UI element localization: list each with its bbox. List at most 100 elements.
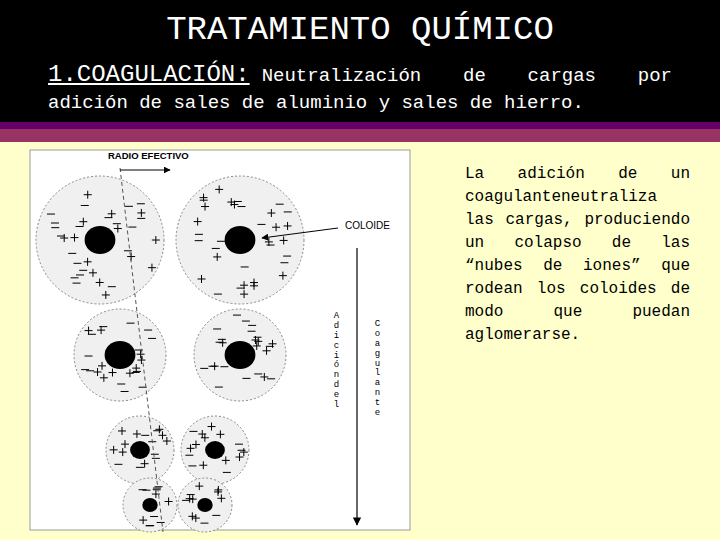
minus-sign (81, 205, 89, 206)
minus-sign (214, 294, 222, 295)
minus-sign (242, 321, 250, 322)
colloid-label: COLOIDE (345, 220, 390, 231)
colloid (178, 478, 232, 532)
minus-sign (155, 486, 163, 487)
minus-sign (153, 430, 161, 431)
ion-cloud (106, 416, 174, 484)
plus-sign (97, 326, 105, 334)
plus-sign (89, 269, 97, 277)
plus-sign (96, 278, 104, 286)
minus-sign (146, 525, 154, 526)
minus-sign (280, 262, 288, 263)
explanation-text: La adición de un coagulanteneutraliza la… (465, 163, 690, 347)
minus-sign (68, 253, 76, 254)
subtitle-block: 1.COAGULACIÓN:Neutralización de cargas p… (48, 62, 672, 117)
plus-sign (192, 514, 200, 522)
plus-sign (215, 185, 223, 193)
minus-sign (146, 525, 154, 526)
section-heading: 1.COAGULACIÓN: (48, 61, 250, 88)
minus-sign (114, 464, 122, 465)
plus-sign (152, 236, 160, 244)
minus-sign (86, 370, 94, 371)
plus-sign (272, 223, 280, 231)
minus-sign (51, 227, 59, 228)
plus-sign (254, 337, 262, 345)
plus-sign (219, 339, 227, 347)
radius-line (120, 168, 163, 532)
minus-sign (81, 369, 89, 370)
plus-sign (98, 362, 106, 370)
plus-sign (70, 234, 78, 242)
minus-sign (57, 236, 65, 237)
plus-sign (121, 440, 129, 448)
minus-sign (150, 516, 158, 517)
minus-sign (76, 274, 84, 275)
plus-sign (108, 369, 116, 377)
minus-sign (253, 337, 261, 338)
plus-sign (141, 460, 149, 468)
minus-sign (200, 200, 208, 201)
ion-cloud (194, 309, 286, 401)
minus-sign (151, 454, 159, 455)
minus-sign (99, 326, 107, 327)
minus-sign (242, 378, 250, 379)
colloid-group (36, 176, 304, 532)
plus-sign (201, 203, 209, 211)
minus-sign (217, 241, 225, 242)
plus-sign (198, 430, 206, 438)
colloid (74, 309, 166, 401)
minus-sign (125, 206, 133, 207)
minus-sign (248, 331, 256, 332)
minus-sign (276, 204, 284, 205)
minus-sign (220, 366, 228, 367)
minus-sign (127, 323, 135, 324)
minus-sign (76, 226, 84, 227)
plus-sign (284, 222, 292, 230)
plus-sign (250, 282, 258, 290)
minus-sign (238, 206, 246, 207)
figure-panel (30, 150, 410, 530)
minus-sign (284, 211, 292, 212)
plus-sign (137, 356, 145, 364)
minus-sign (79, 270, 87, 271)
minus-sign (113, 223, 121, 224)
plus-sign (198, 275, 206, 283)
colloid (181, 416, 249, 484)
minus-sign (233, 315, 241, 316)
plus-sign (110, 446, 118, 454)
vertical-caption: Adición del (332, 312, 341, 411)
minus-sign (185, 455, 193, 456)
minus-sign (212, 515, 220, 516)
plus-sign (60, 234, 68, 242)
plus-sign (126, 369, 134, 377)
plus-sign (165, 497, 173, 505)
minus-sign (73, 263, 81, 264)
colloid (194, 309, 286, 401)
minus-sign (223, 472, 231, 473)
minus-sign (218, 339, 226, 340)
minus-sign (215, 387, 223, 388)
plus-sign (163, 437, 171, 445)
minus-sign (152, 458, 160, 459)
minus-sign (187, 494, 195, 495)
plus-sign (114, 225, 122, 233)
plus-sign (279, 272, 287, 280)
minus-sign (51, 223, 59, 224)
minus-sign (85, 356, 93, 357)
plus-sign (155, 425, 163, 433)
minus-sign (133, 371, 141, 372)
colloid-core (197, 498, 212, 512)
plus-sign (214, 488, 222, 496)
plus-sign (236, 453, 244, 461)
plus-sign (222, 456, 230, 464)
plus-sign (194, 218, 202, 226)
minus-sign (142, 490, 150, 491)
colloid (106, 416, 174, 484)
plus-sign (211, 362, 219, 370)
minus-sign (212, 248, 220, 249)
plus-sign (84, 258, 92, 266)
ion-cloud (36, 176, 164, 304)
minus-sign (248, 325, 256, 326)
minus-sign (235, 444, 243, 445)
